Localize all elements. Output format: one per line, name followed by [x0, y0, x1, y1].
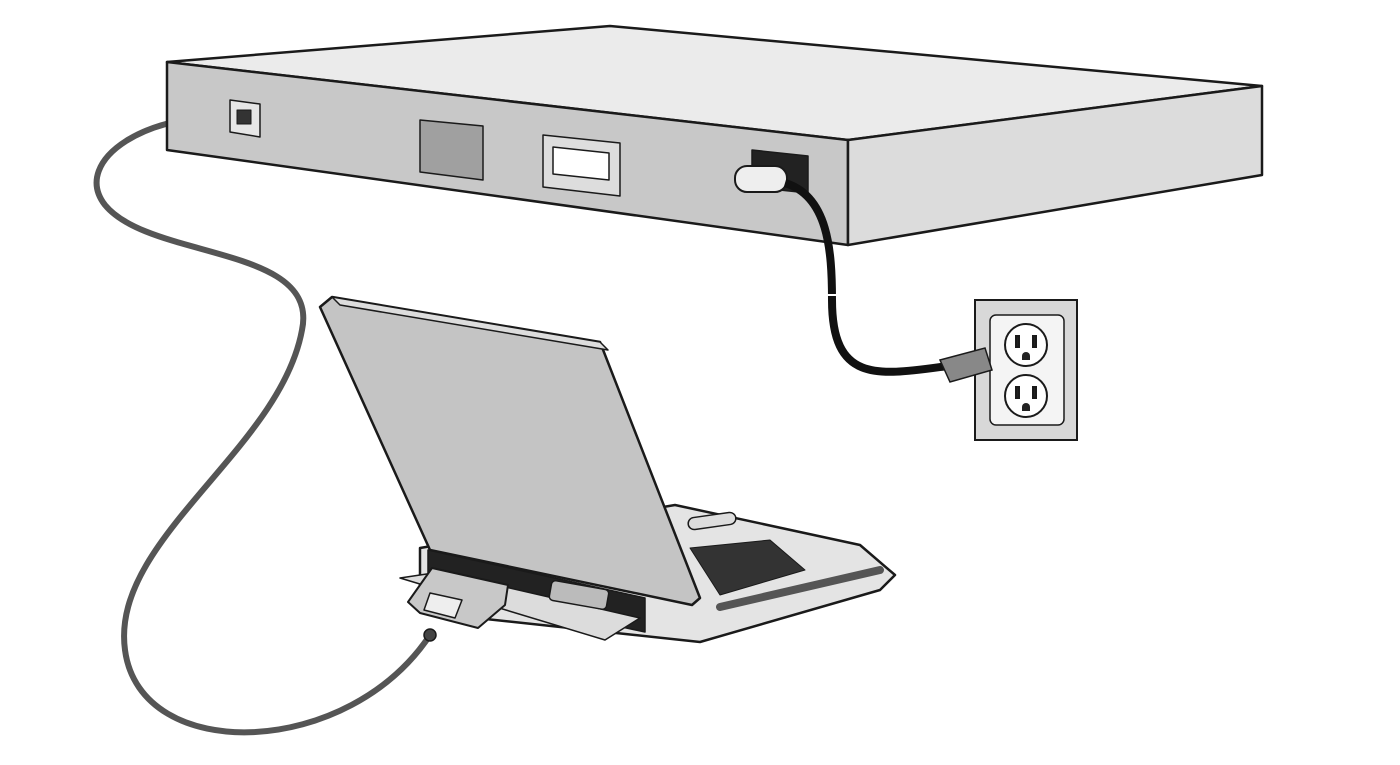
vent: [419, 119, 484, 181]
display-window: [542, 134, 621, 197]
keyboard: [689, 539, 806, 596]
laptop-lid: [318, 295, 702, 607]
network-device: [165, 24, 1264, 247]
socket-top: [1004, 323, 1048, 367]
serial-port: [548, 579, 610, 611]
laptop: [318, 295, 897, 644]
socket-bottom: [1004, 374, 1048, 418]
power-cord: [783, 179, 949, 376]
wall-outlet: [938, 299, 1078, 441]
console-port: [229, 99, 261, 138]
power-plug: [938, 347, 993, 383]
console-cable: [93, 113, 435, 736]
serial-connector: [407, 567, 509, 642]
device-side-face: [846, 84, 1264, 247]
